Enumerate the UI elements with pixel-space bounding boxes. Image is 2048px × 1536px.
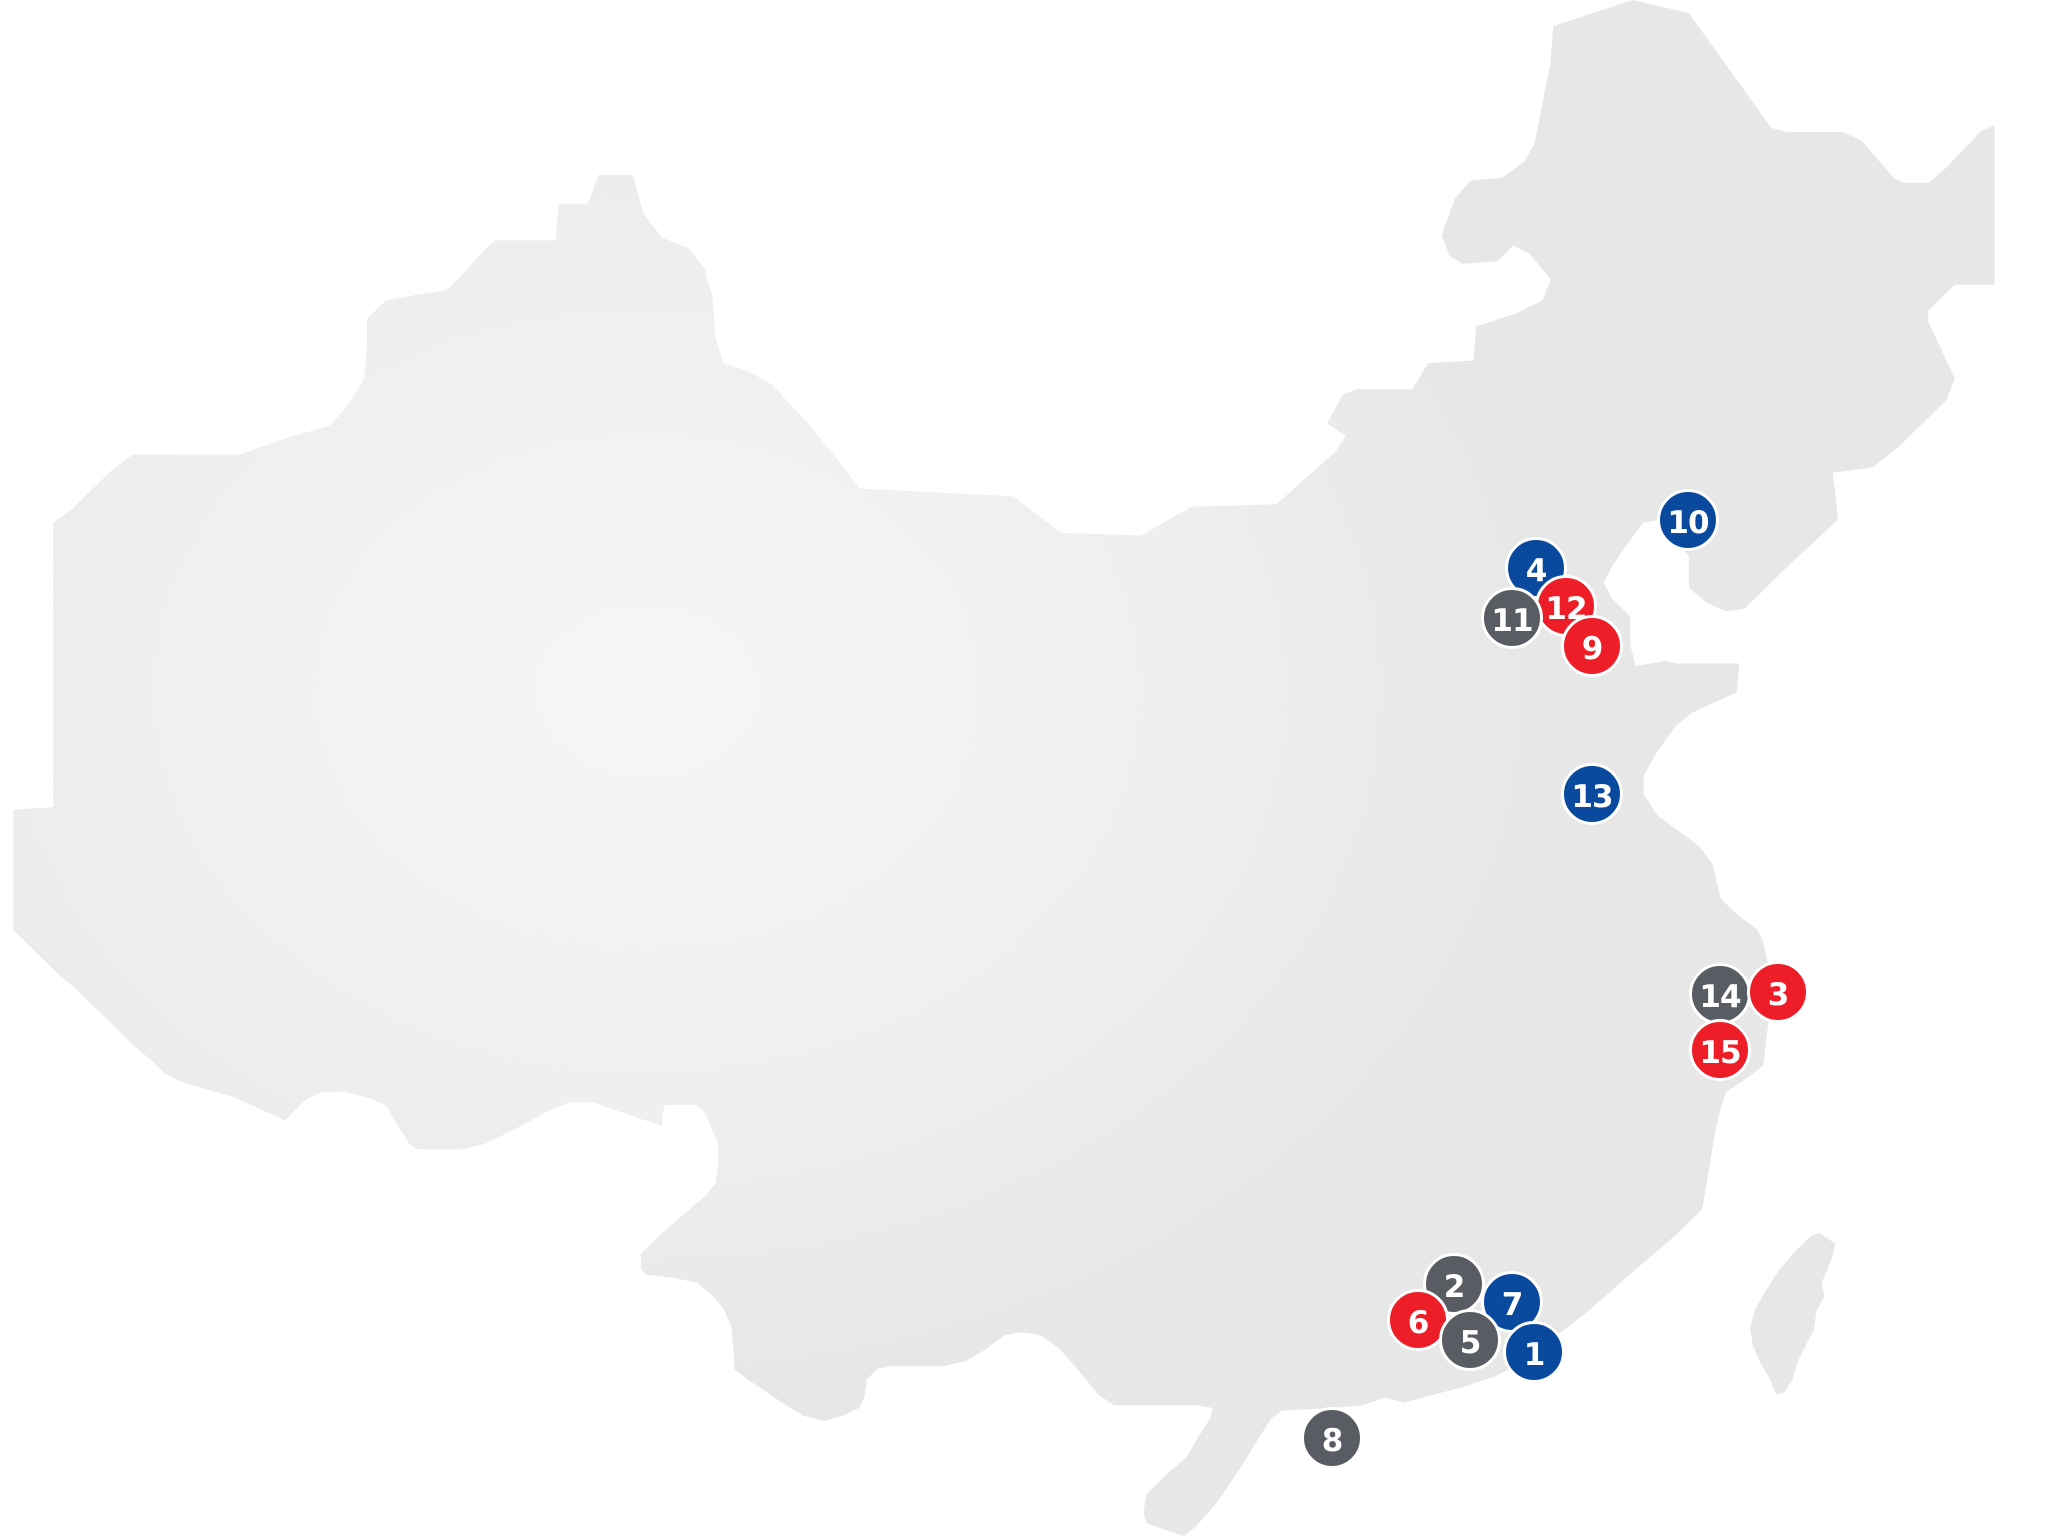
map-marker-8[interactable]: 8	[1301, 1407, 1363, 1469]
map-marker-13[interactable]: 13	[1561, 763, 1623, 825]
map-marker-9[interactable]: 9	[1561, 615, 1623, 677]
land-group	[13, 0, 1995, 1536]
map-marker-5[interactable]: 5	[1439, 1309, 1501, 1371]
map-marker-6[interactable]: 6	[1387, 1289, 1449, 1351]
map-marker-10[interactable]: 10	[1657, 489, 1719, 551]
taiwan-island	[1750, 1232, 1836, 1395]
china-mainland	[13, 0, 1995, 1536]
map-marker-1[interactable]: 1	[1503, 1321, 1565, 1383]
map-marker-15[interactable]: 15	[1689, 1019, 1751, 1081]
map-marker-3[interactable]: 3	[1747, 961, 1809, 1023]
map-marker-14[interactable]: 14	[1689, 963, 1751, 1025]
map-marker-11[interactable]: 11	[1481, 587, 1543, 649]
